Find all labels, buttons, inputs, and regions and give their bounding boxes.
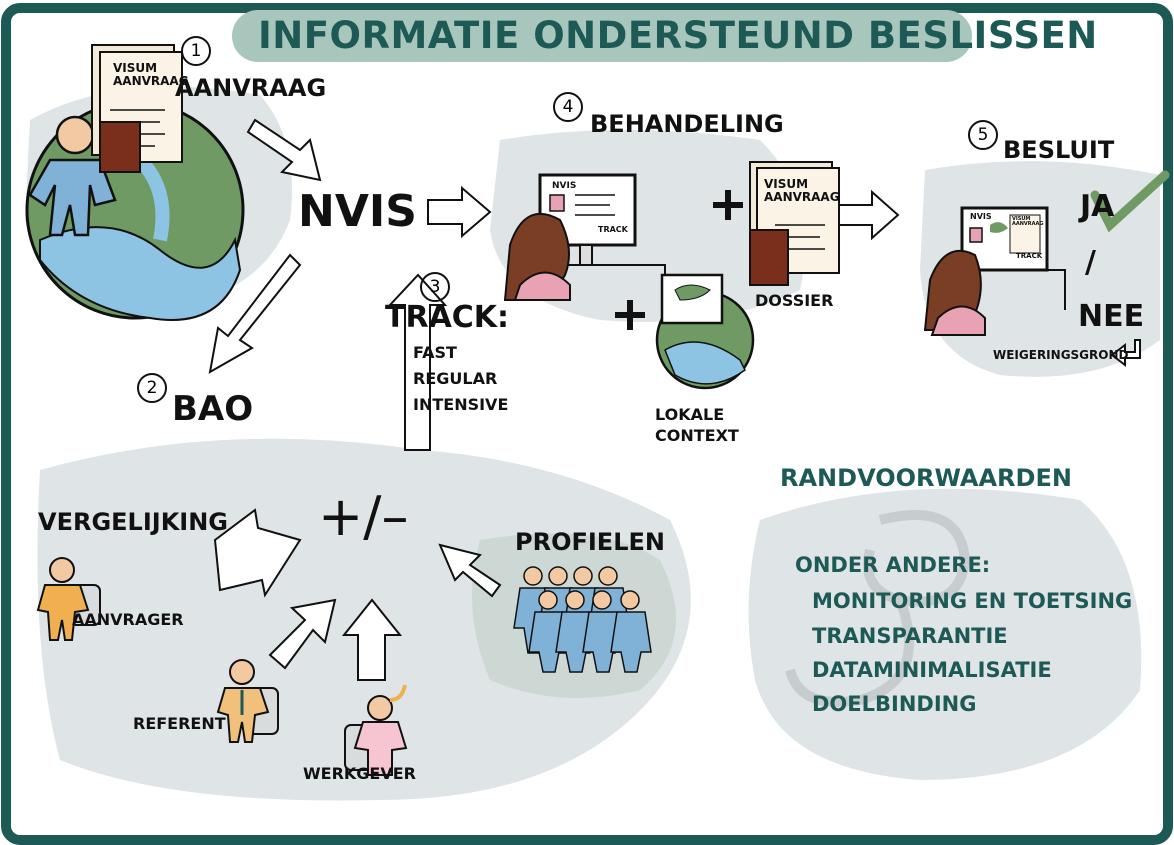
randvoorwaarden-blob (748, 488, 1142, 780)
ja-label: JA (1080, 189, 1115, 224)
arrow-referent-in (268, 598, 337, 670)
plus-icon-2 (615, 300, 645, 330)
arrow-aanvrager-in (213, 508, 302, 598)
vergelijking-label: VERGELIJKING (38, 508, 229, 536)
bao-label: BAO (172, 389, 254, 429)
aanvraag-label: AANVRAAG (175, 74, 327, 102)
arrow-nvis-to-bao (208, 253, 302, 374)
return-arrow (1110, 339, 1141, 368)
randvoorwaarden-intro: ONDER ANDERE: (795, 553, 991, 577)
behandeling-screen-sub: TRACK (598, 225, 628, 234)
referent-person-icon (216, 659, 279, 743)
randvoorwaarden-item-4: DOELBINDING (812, 692, 977, 716)
nvis-label: NVIS (298, 186, 417, 237)
arrow-profielen-in (438, 543, 502, 598)
globe-icon (25, 100, 245, 321)
track-option-fast: FAST (413, 343, 457, 362)
background-swirl (785, 510, 971, 707)
frame-border (1, 3, 1173, 845)
randvoorwaarden-item-1: MONITORING EN TOETSING (812, 589, 1133, 613)
nee-label: NEE (1078, 299, 1145, 334)
checkmark-icon (1090, 170, 1170, 233)
visa-application-document-icon (91, 44, 183, 173)
randvoorwaarden-title: RANDVOORWAARDEN (780, 464, 1072, 492)
besluit-screen-label: NVIS (970, 212, 992, 221)
werkgever-label: WERKGEVER (303, 764, 416, 783)
profiles-group-icon (513, 566, 652, 673)
step-number-3: 3 (420, 272, 450, 302)
track-option-intensive: INTENSIVE (413, 395, 509, 414)
title-banner (232, 10, 972, 62)
page-title: INFORMATIE ONDERSTEUND BESLISSEN (258, 14, 1098, 57)
track-option-regular: REGULAR (413, 369, 498, 388)
behandeling-label: BEHANDELING (590, 110, 784, 138)
step-number-1: 1 (181, 36, 211, 66)
flow-arrows (208, 118, 1141, 681)
weigeringsgrond-label: WEIGERINGSGROND (993, 348, 1129, 362)
lokale-context-label: LOKALE CONTEXT (655, 405, 739, 445)
behandeling-screen-label: NVIS (552, 181, 577, 191)
dossier-label: DOSSIER (755, 291, 834, 310)
aanvrager-person-icon (36, 557, 101, 641)
profielen-label: PROFIELEN (515, 528, 665, 556)
plus-minus-label: +/– (318, 485, 409, 548)
aanvraag-doc-text: VISUM AANVRAAG (113, 61, 189, 88)
plus-icon (713, 190, 743, 220)
werkgever-person-icon (344, 684, 408, 776)
decision-maker-computer-icon (923, 206, 1066, 336)
step-number-5: 5 (968, 120, 998, 150)
local-context-globe-icon (655, 273, 755, 390)
besluit-mini-doc-text: VISUM AANVRAAG (1012, 216, 1044, 228)
besluit-screen-sub: TRACK (1016, 252, 1043, 260)
randvoorwaarden-item-3: DATAMINIMALISATIE (812, 658, 1052, 682)
randvoorwaarden-item-2: TRANSPARANTIE (812, 624, 1008, 648)
behandeling-doc-text: VISUM AANVRAAG (764, 177, 840, 204)
arrow-werkgever-in (341, 598, 403, 681)
arrow-aanvraag-to-nvis (246, 118, 322, 182)
arrow-nvis-to-behandeling (427, 185, 492, 239)
aanvrager-label: AANVRAGER (72, 610, 184, 629)
step-number-4: 4 (553, 92, 583, 122)
arrow-behandeling-to-besluit (837, 189, 900, 241)
slash-label: / (1085, 245, 1096, 280)
besluit-label: BESLUIT (1003, 136, 1115, 164)
step-number-2: 2 (137, 373, 167, 403)
visa-application-document-icon-2 (749, 161, 840, 286)
referent-label: REFERENT (133, 714, 226, 733)
case-worker-computer-icon (503, 173, 666, 301)
track-label: TRACK: (385, 300, 510, 335)
